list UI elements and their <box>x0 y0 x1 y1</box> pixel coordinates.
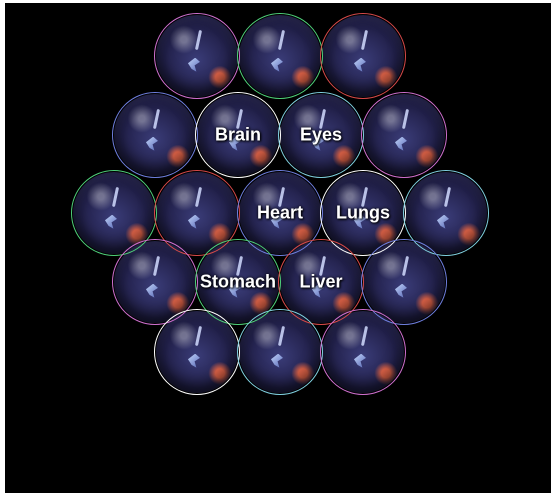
glint-icon <box>195 30 202 50</box>
game-board: Brain Eyes Heart Lungs Stomach Liver <box>5 3 551 493</box>
glint-icon <box>153 109 160 129</box>
glint-icon <box>195 187 202 207</box>
reflection-icon <box>354 354 366 368</box>
reflection-icon <box>188 58 200 72</box>
reflection-icon <box>395 284 407 298</box>
bubble[interactable] <box>156 15 238 97</box>
bubble[interactable] <box>405 172 487 254</box>
glint-icon <box>402 256 409 276</box>
bubble-label: Eyes <box>300 125 342 146</box>
bubble[interactable] <box>156 311 238 393</box>
bubble[interactable] <box>322 15 404 97</box>
glint-icon <box>361 326 368 346</box>
glint-icon <box>444 187 451 207</box>
bubble-label: Brain <box>215 125 261 146</box>
bubble[interactable] <box>239 311 321 393</box>
bubble-label: Liver <box>299 272 342 293</box>
bubble-liver[interactable]: Liver <box>280 241 362 323</box>
bubble[interactable] <box>363 241 445 323</box>
reflection-icon <box>271 354 283 368</box>
glint-icon <box>278 326 285 346</box>
bubble[interactable] <box>322 311 404 393</box>
reflection-icon <box>188 215 200 229</box>
bubble[interactable] <box>114 241 196 323</box>
bubble-label: Heart <box>257 203 303 224</box>
bubble-stomach[interactable]: Stomach <box>197 241 279 323</box>
bubble[interactable] <box>239 15 321 97</box>
glint-icon <box>361 30 368 50</box>
reflection-icon <box>271 58 283 72</box>
reflection-icon <box>437 215 449 229</box>
glint-icon <box>402 109 409 129</box>
bubble[interactable] <box>363 94 445 176</box>
glint-icon <box>153 256 160 276</box>
reflection-icon <box>105 215 117 229</box>
glint-icon <box>195 326 202 346</box>
reflection-icon <box>395 137 407 151</box>
reflection-icon <box>188 354 200 368</box>
reflection-icon <box>354 58 366 72</box>
bubble-label: Lungs <box>336 203 390 224</box>
glint-icon <box>112 187 119 207</box>
bubble[interactable] <box>114 94 196 176</box>
bubble-brain[interactable]: Brain <box>197 94 279 176</box>
bubble-label: Stomach <box>200 272 276 293</box>
reflection-icon <box>146 137 158 151</box>
glint-icon <box>278 30 285 50</box>
reflection-icon <box>146 284 158 298</box>
bubble-eyes[interactable]: Eyes <box>280 94 362 176</box>
